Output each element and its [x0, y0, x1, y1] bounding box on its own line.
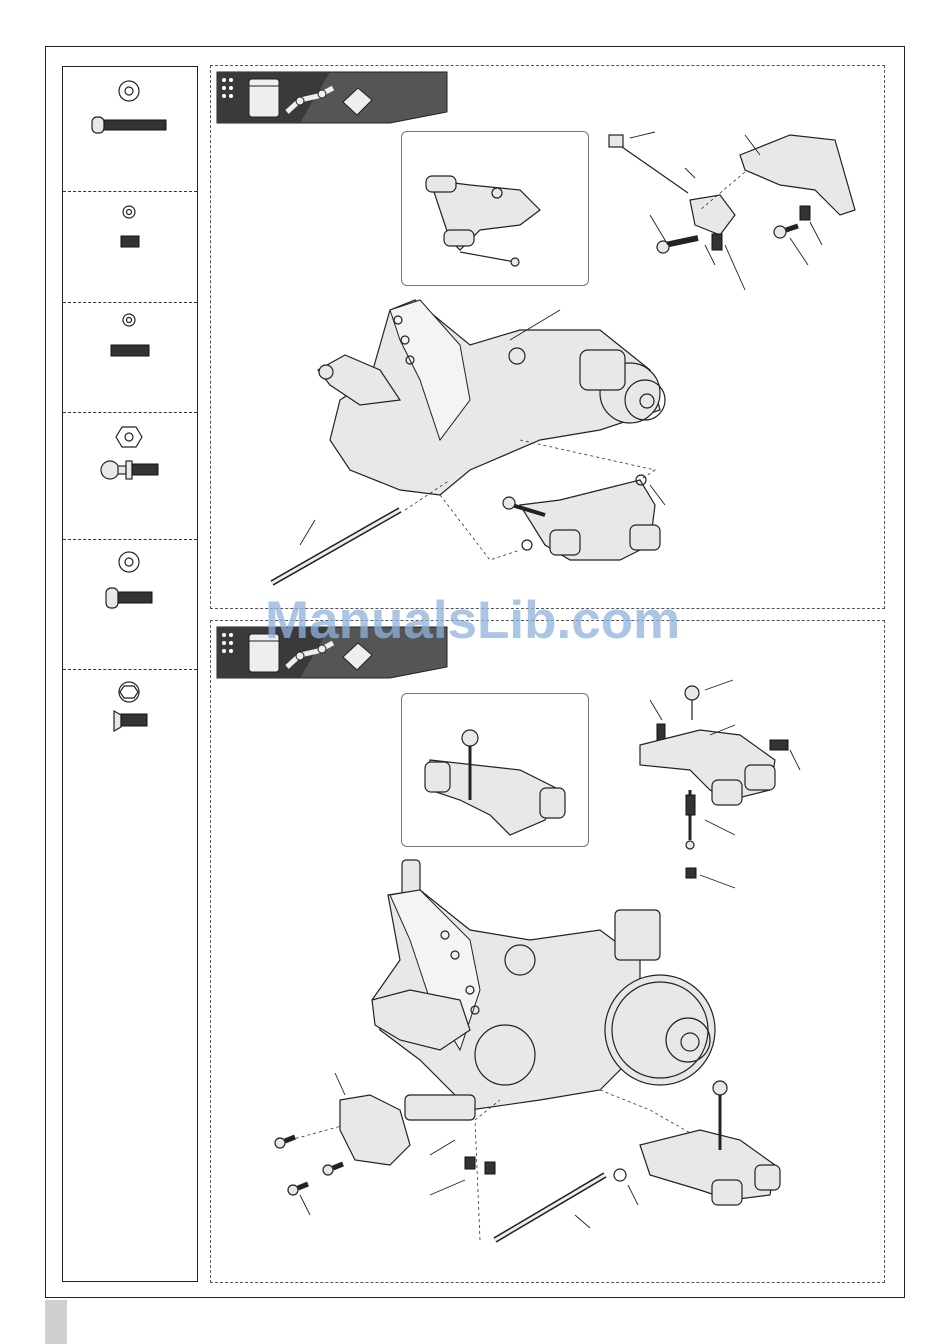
button-head-screw-short-icon [106, 552, 152, 608]
watermark-text: ManualsLib.com [265, 590, 680, 651]
step-2-inset-arm [425, 730, 565, 835]
ball-stud-with-nut-icon [101, 427, 158, 479]
set-screw-icon [111, 314, 149, 356]
flat-head-screw-icon [114, 682, 147, 731]
step-1-tab [217, 72, 447, 123]
step-1-inset-suspension-arm [426, 176, 540, 266]
step-1-lower-arm [503, 475, 660, 560]
step-1-exploded-parts [609, 132, 855, 290]
step-2-lower-arm [575, 1081, 780, 1228]
step-2-exploded-parts [640, 680, 800, 888]
step-2-main-chassis [290, 860, 720, 1240]
parts-bag-icon [249, 79, 279, 117]
short-set-screw-icon [121, 206, 139, 247]
page-edge-tab [45, 1300, 67, 1344]
button-head-screw-icon [92, 81, 166, 133]
